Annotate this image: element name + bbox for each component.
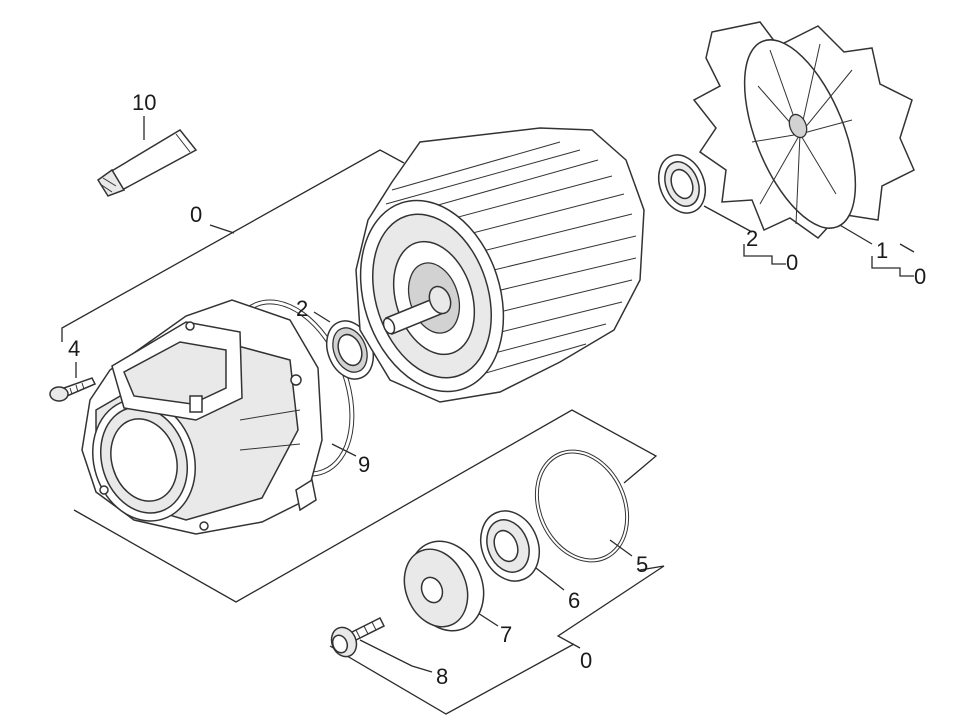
screw-part-8 [330,616,386,658]
callout-0-fan: 0 [914,264,926,289]
callout-5: 5 [636,552,648,577]
callout-2-bearing: 2 [746,226,758,251]
bearing-cap-part-7 [403,540,485,632]
callout-7: 7 [500,622,512,647]
callout-labels: 10 0 4 2 9 2 0 1 0 5 6 7 0 8 [68,90,926,689]
callout-9: 9 [358,452,370,477]
front-bearing-part-6 [479,510,541,582]
callout-1: 1 [876,238,888,263]
callout-8: 8 [436,664,448,689]
cooling-fan-part-1 [692,21,915,239]
callout-0-top: 0 [190,202,202,227]
o-ring-part-5 [534,449,630,563]
callout-0-bearing: 0 [786,250,798,275]
grease-tube-part [96,129,198,197]
callout-6: 6 [568,588,580,613]
leader-lines [61,116,915,715]
screw-part-4 [49,377,97,402]
motor-stator-part [355,127,645,403]
callout-10: 10 [132,90,156,115]
callout-4: 4 [68,336,80,361]
callout-0-bottom: 0 [580,648,592,673]
rear-bearing-part-2 [657,154,707,214]
shaft-seal-part-2 [325,320,375,380]
flange-housing-part [81,299,323,535]
callout-2-seal: 2 [296,296,308,321]
